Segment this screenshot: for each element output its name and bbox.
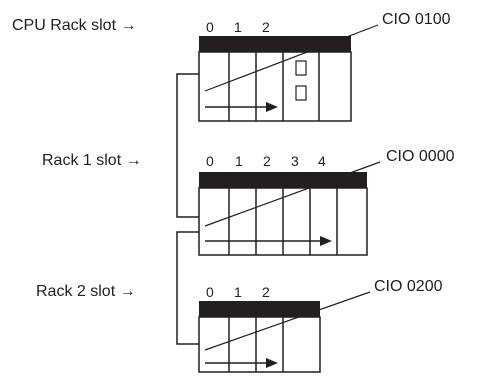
- rack2-arrow-head: [266, 358, 278, 368]
- cpu-rack-indicator-1: [295, 60, 307, 76]
- rack2-slot-number-1: 1: [234, 284, 242, 300]
- rack1-slot-number-4: 4: [318, 153, 326, 169]
- cpu-rack-slot-number-1: 1: [234, 19, 242, 35]
- rack2-slot-number-2: 2: [262, 284, 270, 300]
- cpu-rack-label: CPU Rack slot →: [12, 17, 136, 34]
- cpu-rack-body: [198, 51, 352, 122]
- cable-rack1-to-rack2: [176, 231, 199, 345]
- cpu-rack-slot-number-2: 2: [262, 19, 270, 35]
- cpu-rack-leader-line: [204, 24, 379, 92]
- cpu-rack-address: CIO 0100: [382, 11, 451, 28]
- cpu-rack-indicator-2: [295, 85, 307, 101]
- rack2-label: Rack 2 slot →: [36, 283, 136, 300]
- rack1-address: CIO 0000: [386, 148, 455, 165]
- rack1-slot-number-1: 1: [235, 153, 243, 169]
- cable-cpu-to-rack1: [176, 73, 199, 218]
- rack2-address: CIO 0200: [374, 278, 443, 295]
- rack1-slot-number-0: 0: [206, 153, 214, 169]
- rack1-slot-number-3: 3: [291, 153, 299, 169]
- rack1-slot-number-2: 2: [263, 153, 271, 169]
- cpu-rack-slot-number-0: 0: [206, 19, 214, 35]
- rack2-leader-line: [204, 291, 371, 351]
- rack2-header: [199, 301, 320, 317]
- cpu-rack-header: [199, 36, 351, 52]
- rack1-arrow-head: [320, 236, 332, 246]
- rack2-slot-dividers: [228, 301, 284, 372]
- rack1-label: Rack 1 slot →: [42, 152, 142, 169]
- rack1-leader-line: [204, 161, 381, 227]
- rack2-slot-number-0: 0: [206, 284, 214, 300]
- cpu-rack-arrow-head: [266, 102, 278, 112]
